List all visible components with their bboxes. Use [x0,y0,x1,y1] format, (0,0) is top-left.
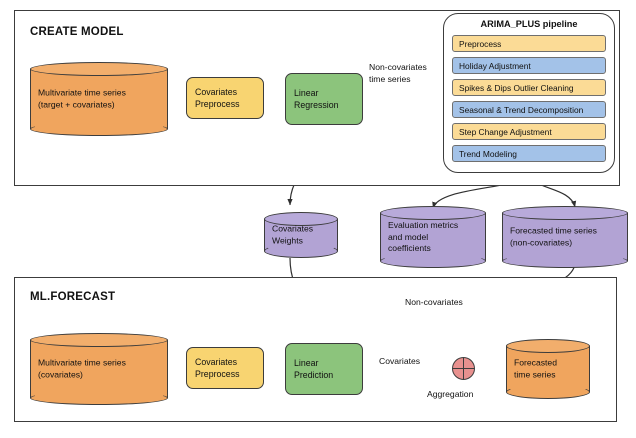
database-label: Covariates Weights [272,223,314,246]
aggregation-cross-horizontal [453,368,474,369]
pipeline-step-seasonal-trend-decomposition[interactable]: Seasonal & Trend Decomposition [452,101,606,118]
cylinder-body [502,213,628,261]
covariates-preprocess-box-top[interactable]: Covariates Preprocess [186,77,264,119]
forecasted-non-covariates-database: Forecasted time series (non-covariates) [502,206,628,268]
cylinder-bottom [380,254,486,268]
database-label: Forecasted time series (non-covariates) [510,225,597,248]
cylinder-body [30,340,168,398]
cylinder-top [380,206,486,220]
cylinder-body [380,213,486,261]
edge-label-non-covariates: Non-covariates [405,297,463,307]
edge-label-non-covariates-time-series: Non-covariates time series [369,62,427,84]
ml-forecast-title: ML.FORECAST [30,291,116,303]
pipeline-step-label: Spikes & Dips Outlier Cleaning [459,82,574,93]
linear-regression-label: Linear Regression [294,88,339,110]
pipeline-step-label: Trend Modeling [459,148,517,159]
cylinder-bottom [264,244,338,258]
covariates-preprocess-label-bottom: Covariates Preprocess [195,357,240,379]
create-model-title: CREATE MODEL [30,26,124,38]
database-label: Forecasted time series [514,357,557,380]
cylinder-bottom [30,391,168,405]
cylinder-body [30,69,168,129]
cylinder-top [506,339,590,353]
arima-plus-pipeline-container: ARIMA_PLUS pipeline Preprocess Holiday A… [443,13,615,173]
pipeline-step-label: Step Change Adjustment [459,126,552,137]
pipeline-step-label: Holiday Adjustment [459,60,531,71]
covariates-weights-database: Covariates Weights [264,212,338,258]
cylinder-top [264,212,338,226]
edge-label-covariates: Covariates [379,356,421,366]
pipeline-step-label: Preprocess [459,38,502,49]
pipeline-step-preprocess[interactable]: Preprocess [452,35,606,52]
database-label: Multivariate time series (target + covar… [38,87,126,110]
create-model-source-database: Multivariate time series (target + covar… [30,62,168,136]
linear-regression-box[interactable]: Linear Regression [285,73,363,125]
covariates-preprocess-label-top: Covariates Preprocess [195,87,240,109]
linear-prediction-label: Linear Prediction [294,358,334,380]
ml-forecast-source-database: Multivariate time series (covariates) [30,333,168,405]
database-label: Multivariate time series (covariates) [38,357,126,380]
arima-plus-pipeline-title: ARIMA_PLUS pipeline [480,19,578,29]
pipeline-step-spikes-dips-outlier-cleaning[interactable]: Spikes & Dips Outlier Cleaning [452,79,606,96]
aggregation-node[interactable] [452,357,475,380]
linear-prediction-box[interactable]: Linear Prediction [285,343,363,395]
aggregation-label: Aggregation [427,389,474,399]
cylinder-top [30,62,168,76]
pipeline-step-step-change-adjustment[interactable]: Step Change Adjustment [452,123,606,140]
evaluation-metrics-database: Evaluation metrics and model coefficient… [380,206,486,268]
pipeline-step-label: Seasonal & Trend Decomposition [459,104,584,115]
forecasted-time-series-output-database: Forecasted time series [506,339,590,399]
cylinder-top [30,333,168,347]
cylinder-bottom [502,254,628,268]
cylinder-top [502,206,628,220]
cylinder-bottom [30,122,168,136]
database-label: Evaluation metrics and model coefficient… [388,219,459,253]
cylinder-bottom [506,385,590,399]
pipeline-step-trend-modeling[interactable]: Trend Modeling [452,145,606,162]
pipeline-step-holiday-adjustment[interactable]: Holiday Adjustment [452,57,606,74]
covariates-preprocess-box-bottom[interactable]: Covariates Preprocess [186,347,264,389]
